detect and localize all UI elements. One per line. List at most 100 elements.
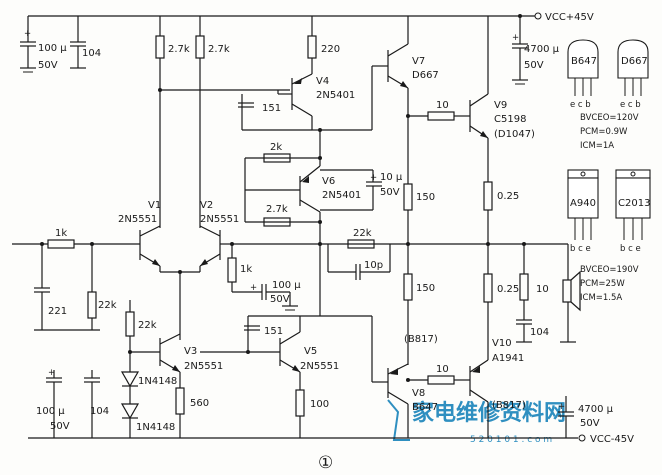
package-c2013-label: C2013 xyxy=(618,198,650,209)
svg-text:+: + xyxy=(370,173,377,183)
resistor-22k-feedback-label: 22k xyxy=(353,228,372,239)
cap-221-label: 221 xyxy=(48,306,67,317)
v4-type: 2N5401 xyxy=(316,90,355,101)
package-b647-label: B647 xyxy=(571,56,597,67)
resistor-22k-feedback xyxy=(347,239,375,249)
cap-104-bottom xyxy=(84,370,100,438)
v6-label: V6 xyxy=(322,176,335,187)
watermark-url: 5 2 0 1 0 1 . c o m xyxy=(470,435,552,445)
resistor-2k7-v1 xyxy=(155,35,165,59)
resistor-2k7-v2 xyxy=(195,35,205,59)
v3-label: V3 xyxy=(184,346,197,357)
resistor-22k-input xyxy=(87,291,97,319)
cap-100u-mid-value: 100 μ xyxy=(272,280,301,291)
cap-10u-voltage: 50V xyxy=(380,187,400,198)
cap-151-top-label: 151 xyxy=(262,103,281,114)
cap-104-top xyxy=(70,16,86,69)
resistor-2k7-v2-label: 2.7k xyxy=(208,44,230,55)
svg-text:+: + xyxy=(250,283,257,293)
resistor-2k7-bias-label: 2.7k xyxy=(266,204,288,215)
cap-4700u-bottom-voltage: 50V xyxy=(580,418,600,429)
v10-label: V10 xyxy=(492,338,512,349)
transistor-v8 xyxy=(387,363,409,405)
transistor-v5 xyxy=(279,331,301,373)
resistor-560-label: 560 xyxy=(190,398,209,409)
v1-label: V1 xyxy=(148,200,161,211)
cap-104-output-label: 104 xyxy=(530,327,549,338)
cap-4700u-top-voltage: 50V xyxy=(524,60,544,71)
package-a940-label: A940 xyxy=(570,198,596,209)
resistor-22k-input-label: 22k xyxy=(98,300,117,311)
watermark: 家电维修资料网 5 2 0 1 0 1 . c o m xyxy=(387,399,566,445)
transistor-v1 xyxy=(139,225,161,267)
resistor-1k-input-label: 1k xyxy=(55,228,67,239)
svg-text:+: + xyxy=(558,402,565,412)
transistor-v2 xyxy=(199,225,221,267)
small-spec-bvceo: BVCEO=120V xyxy=(580,113,639,123)
resistor-0r25-top-label: 0.25 xyxy=(497,191,519,202)
v8-alt: (B817) xyxy=(404,334,438,345)
resistor-0r25-bottom xyxy=(483,273,493,303)
v10-alt: (B817) xyxy=(492,400,526,411)
resistor-100-label: 100 xyxy=(310,399,329,410)
watermark-text: 家电维修资料网 xyxy=(412,400,566,426)
v10-type: A1941 xyxy=(492,353,524,364)
resistor-560 xyxy=(175,387,185,415)
vcc-neg-terminal xyxy=(578,434,586,442)
v2-label: V2 xyxy=(200,200,213,211)
resistor-150-top xyxy=(403,183,413,211)
resistor-22k-bias-label: 22k xyxy=(138,320,157,331)
transistor-v3 xyxy=(159,333,181,373)
v5-type: 2N5551 xyxy=(300,361,339,372)
cap-10u-value: 10 μ xyxy=(380,172,403,183)
diode-d1-label: 1N4148 xyxy=(138,376,177,387)
resistor-22k-bias xyxy=(125,311,135,337)
resistor-150-bottom xyxy=(403,273,413,301)
resistor-0r25-top xyxy=(483,181,493,211)
svg-text:+: + xyxy=(24,29,31,39)
resistor-150-bottom-label: 150 xyxy=(416,283,435,294)
package-a940-pins: b c e xyxy=(570,244,591,254)
diode-d1-icon xyxy=(120,371,140,388)
power-spec-icm: ICM=1.5A xyxy=(580,293,622,303)
resistor-2k7-bias xyxy=(263,217,291,227)
resistor-1k-mid xyxy=(227,257,237,283)
package-a940: A940 b c e xyxy=(567,169,599,254)
resistor-10-zobel-label: 10 xyxy=(536,284,549,295)
package-d667-label: D667 xyxy=(621,56,648,67)
diode-d2-icon xyxy=(120,403,140,420)
package-c2013-pins: b c e xyxy=(620,244,641,254)
transistor-v6 xyxy=(299,165,321,213)
transistor-v9 xyxy=(469,93,489,139)
diode-d2-label: 1N4148 xyxy=(136,422,175,433)
resistor-1k-mid-label: 1k xyxy=(240,264,252,275)
v9-alt: (D1047) xyxy=(494,129,535,140)
transistor-v7 xyxy=(387,43,409,89)
resistor-10-v10-label: 10 xyxy=(436,364,449,375)
cap-4700u-top-value: 4700 μ xyxy=(524,44,560,55)
cap-104-top-value: 104 xyxy=(82,48,101,59)
v8-label: V8 xyxy=(412,388,425,399)
resistor-0r25-bottom-label: 0.25 xyxy=(497,284,519,295)
v2-type: 2N5551 xyxy=(200,214,239,225)
package-b647: B647 e c b xyxy=(567,39,599,110)
v4-label: V4 xyxy=(316,76,329,87)
resistor-10-v9 xyxy=(427,111,455,121)
vcc-pos-label: VCC+45V xyxy=(545,12,594,23)
cap-151-bottom-label: 151 xyxy=(264,326,283,337)
v9-label: V9 xyxy=(494,100,507,111)
small-spec-icm: ICM=1A xyxy=(580,141,614,151)
package-c2013: C2013 b c e xyxy=(615,169,651,254)
cap-10p-label: 10p xyxy=(364,260,383,271)
v1-type: 2N5551 xyxy=(118,214,157,225)
cap-100u-mid-voltage: 50V xyxy=(270,294,290,305)
svg-text:+: + xyxy=(512,33,519,43)
v5-label: V5 xyxy=(304,346,317,357)
v6-type: 2N5401 xyxy=(322,190,361,201)
package-d667-pins: e c b xyxy=(620,100,641,110)
power-spec-bvceo: BVCEO=190V xyxy=(580,265,639,275)
figure-number: ① xyxy=(318,453,333,473)
package-d667: D667 e c b xyxy=(617,39,649,110)
cap-4700u-bottom-value: 4700 μ xyxy=(578,404,614,415)
